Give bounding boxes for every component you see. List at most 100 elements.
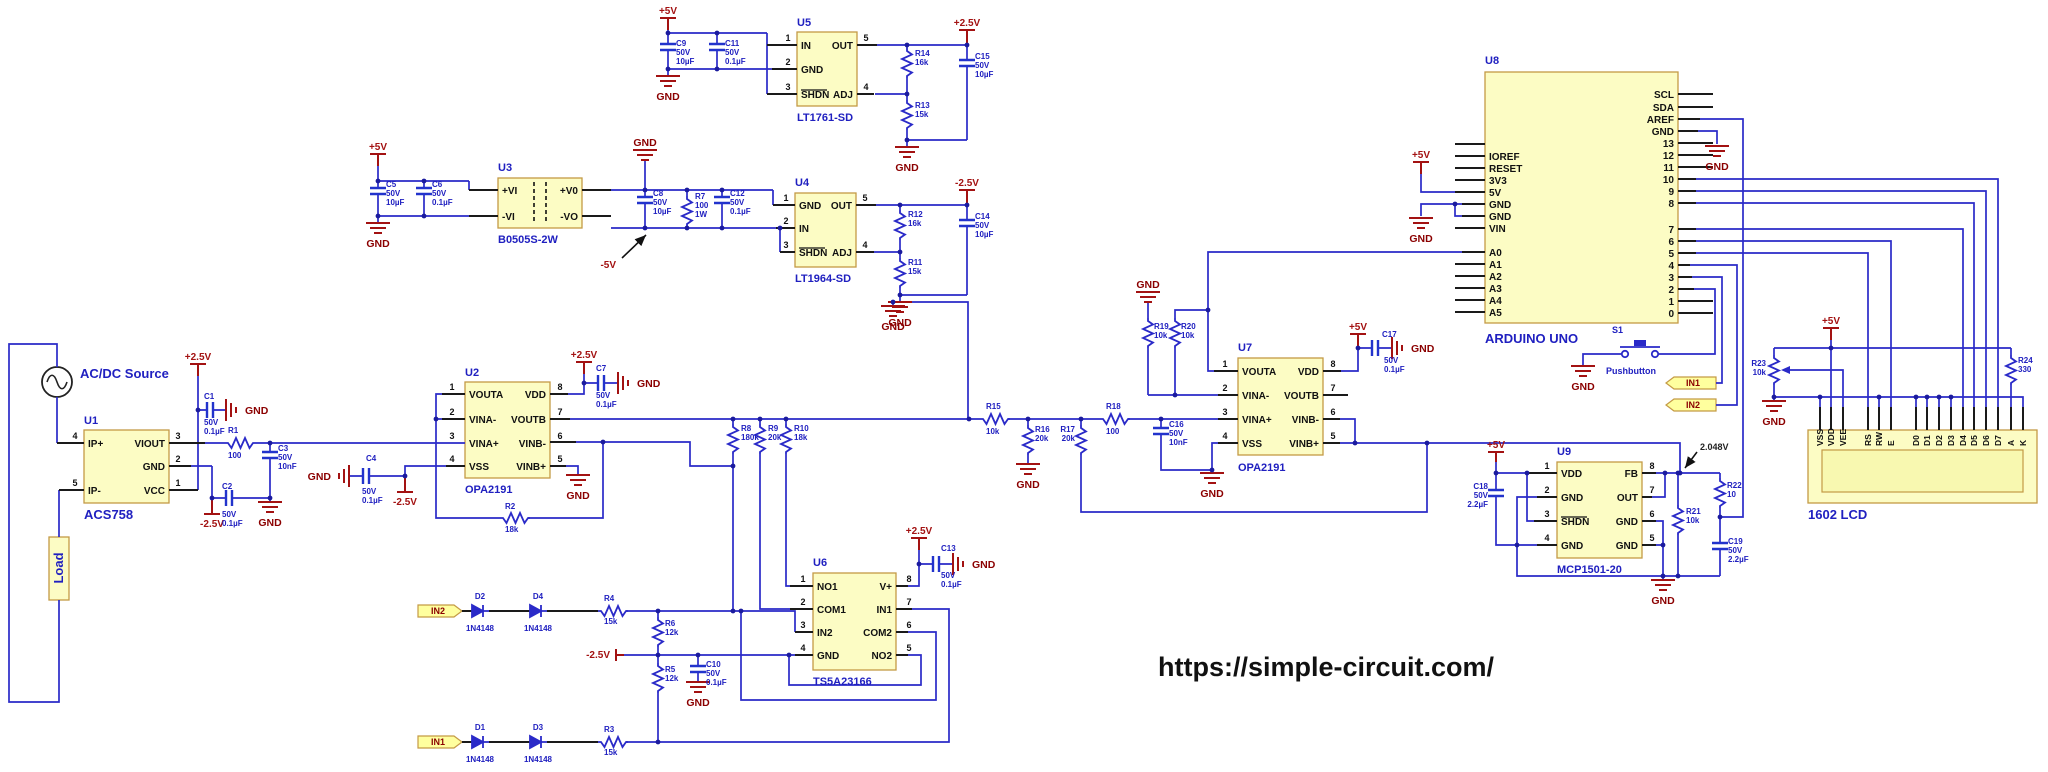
num: 2 bbox=[1222, 383, 1227, 393]
num: 5 bbox=[862, 193, 867, 203]
pin: D3 bbox=[1946, 435, 1956, 446]
val: 50V bbox=[222, 510, 237, 519]
pin: 5 bbox=[1668, 249, 1674, 260]
net: -2.5V bbox=[393, 497, 417, 508]
num: 3 bbox=[449, 431, 454, 441]
net: -5V bbox=[600, 260, 616, 271]
gnd: GND bbox=[1411, 343, 1435, 355]
val: 50V bbox=[596, 391, 611, 400]
val: R6 bbox=[665, 619, 676, 628]
flag: IN1 bbox=[431, 737, 445, 747]
ref: U6 bbox=[813, 557, 827, 569]
num: 4 bbox=[863, 82, 868, 92]
val: R14 bbox=[915, 49, 930, 58]
annotation-arrows bbox=[621, 234, 1698, 469]
num: 7 bbox=[1649, 485, 1654, 495]
r12-resistor bbox=[894, 209, 906, 241]
flag-labels: IN2 IN1 IN1 IN2 bbox=[431, 378, 1700, 747]
num: 7 bbox=[557, 407, 562, 417]
pin: GND bbox=[143, 462, 165, 473]
isolation-dashes-icon bbox=[533, 182, 547, 224]
ref: U1 bbox=[84, 415, 98, 427]
val: C17 bbox=[1382, 330, 1397, 339]
pin: VSS bbox=[1815, 429, 1825, 446]
c16-cap bbox=[1151, 426, 1171, 436]
val: 330 bbox=[2018, 365, 2032, 374]
r1-resistor bbox=[224, 437, 256, 449]
num: 2 bbox=[449, 407, 454, 417]
pin: OUT bbox=[832, 41, 853, 52]
val: R18 bbox=[1106, 402, 1121, 411]
labels: +5V +5V +5V +5V +5V +5V +2.5V +2.5V +2.5… bbox=[51, 6, 1867, 709]
pin: GND bbox=[1561, 493, 1583, 504]
r21-resistor bbox=[1672, 504, 1684, 536]
val: 0.1µF bbox=[706, 678, 727, 687]
part: ACS758 bbox=[84, 507, 133, 522]
pin: VSS bbox=[469, 462, 489, 473]
r3-resistor bbox=[597, 736, 629, 748]
d1-diode bbox=[471, 735, 490, 749]
pin: IN bbox=[799, 224, 809, 235]
pin: A5 bbox=[1489, 308, 1502, 319]
num: 1 bbox=[449, 382, 454, 392]
val: C12 bbox=[730, 189, 745, 198]
num: 3 bbox=[1544, 509, 1549, 519]
pin: VDD bbox=[1826, 428, 1836, 446]
gnd: GND bbox=[1409, 233, 1433, 245]
r2-resistor bbox=[499, 512, 531, 524]
val: R12 bbox=[908, 210, 923, 219]
pin: GND bbox=[1652, 127, 1674, 138]
pin: VDD bbox=[525, 390, 546, 401]
pin: VIOUT bbox=[134, 439, 165, 450]
vref-arrow-icon bbox=[1684, 451, 1698, 469]
r8-resistor bbox=[727, 423, 739, 455]
num: 6 bbox=[906, 620, 911, 630]
c11-cap bbox=[707, 42, 727, 52]
val: D3 bbox=[533, 723, 544, 732]
r10-resistor bbox=[780, 423, 792, 455]
gnd: GND bbox=[308, 471, 332, 483]
num: 2 bbox=[175, 454, 180, 464]
pin: SDA bbox=[1653, 103, 1674, 114]
val: 100 bbox=[228, 451, 242, 460]
val: 15k bbox=[604, 617, 618, 626]
val: D1 bbox=[475, 723, 486, 732]
source-label: AC/DC Source bbox=[80, 366, 169, 381]
pin: 6 bbox=[1668, 237, 1674, 248]
pin: GND bbox=[801, 65, 823, 76]
pin: 11 bbox=[1663, 163, 1674, 174]
val: 0.1µF bbox=[730, 207, 751, 216]
part: B0505S-2W bbox=[498, 234, 559, 246]
val: 50V bbox=[1169, 429, 1184, 438]
net: +5V bbox=[1822, 316, 1840, 327]
ref: U7 bbox=[1238, 342, 1252, 354]
pin: -VO bbox=[560, 212, 578, 223]
part: LT1761-SD bbox=[797, 112, 853, 124]
r22-resistor bbox=[1714, 477, 1726, 509]
val: 100 bbox=[695, 201, 709, 210]
num: 1 bbox=[785, 33, 790, 43]
gnd: GND bbox=[888, 317, 912, 329]
val: 50V bbox=[676, 48, 691, 57]
val: 15k bbox=[908, 267, 922, 276]
val: 10µF bbox=[653, 207, 672, 216]
val: 0.1µF bbox=[222, 519, 243, 528]
val: 50V bbox=[706, 669, 721, 678]
num: 2 bbox=[1544, 485, 1549, 495]
val: 10µF bbox=[676, 57, 695, 66]
num: 3 bbox=[800, 620, 805, 630]
val: 1N4148 bbox=[466, 755, 495, 764]
val: R9 bbox=[768, 424, 779, 433]
c12-cap bbox=[712, 195, 732, 205]
val: 12k bbox=[665, 674, 679, 683]
u1-body bbox=[83, 429, 170, 504]
gnd: GND bbox=[258, 517, 282, 529]
pin: 5V bbox=[1489, 188, 1502, 199]
num: 1 bbox=[1222, 359, 1227, 369]
pin: IN1 bbox=[876, 605, 892, 616]
num: 2 bbox=[783, 216, 788, 226]
pin: COM1 bbox=[817, 605, 846, 616]
num: 1 bbox=[1544, 461, 1549, 471]
val: 50V bbox=[1384, 356, 1399, 365]
